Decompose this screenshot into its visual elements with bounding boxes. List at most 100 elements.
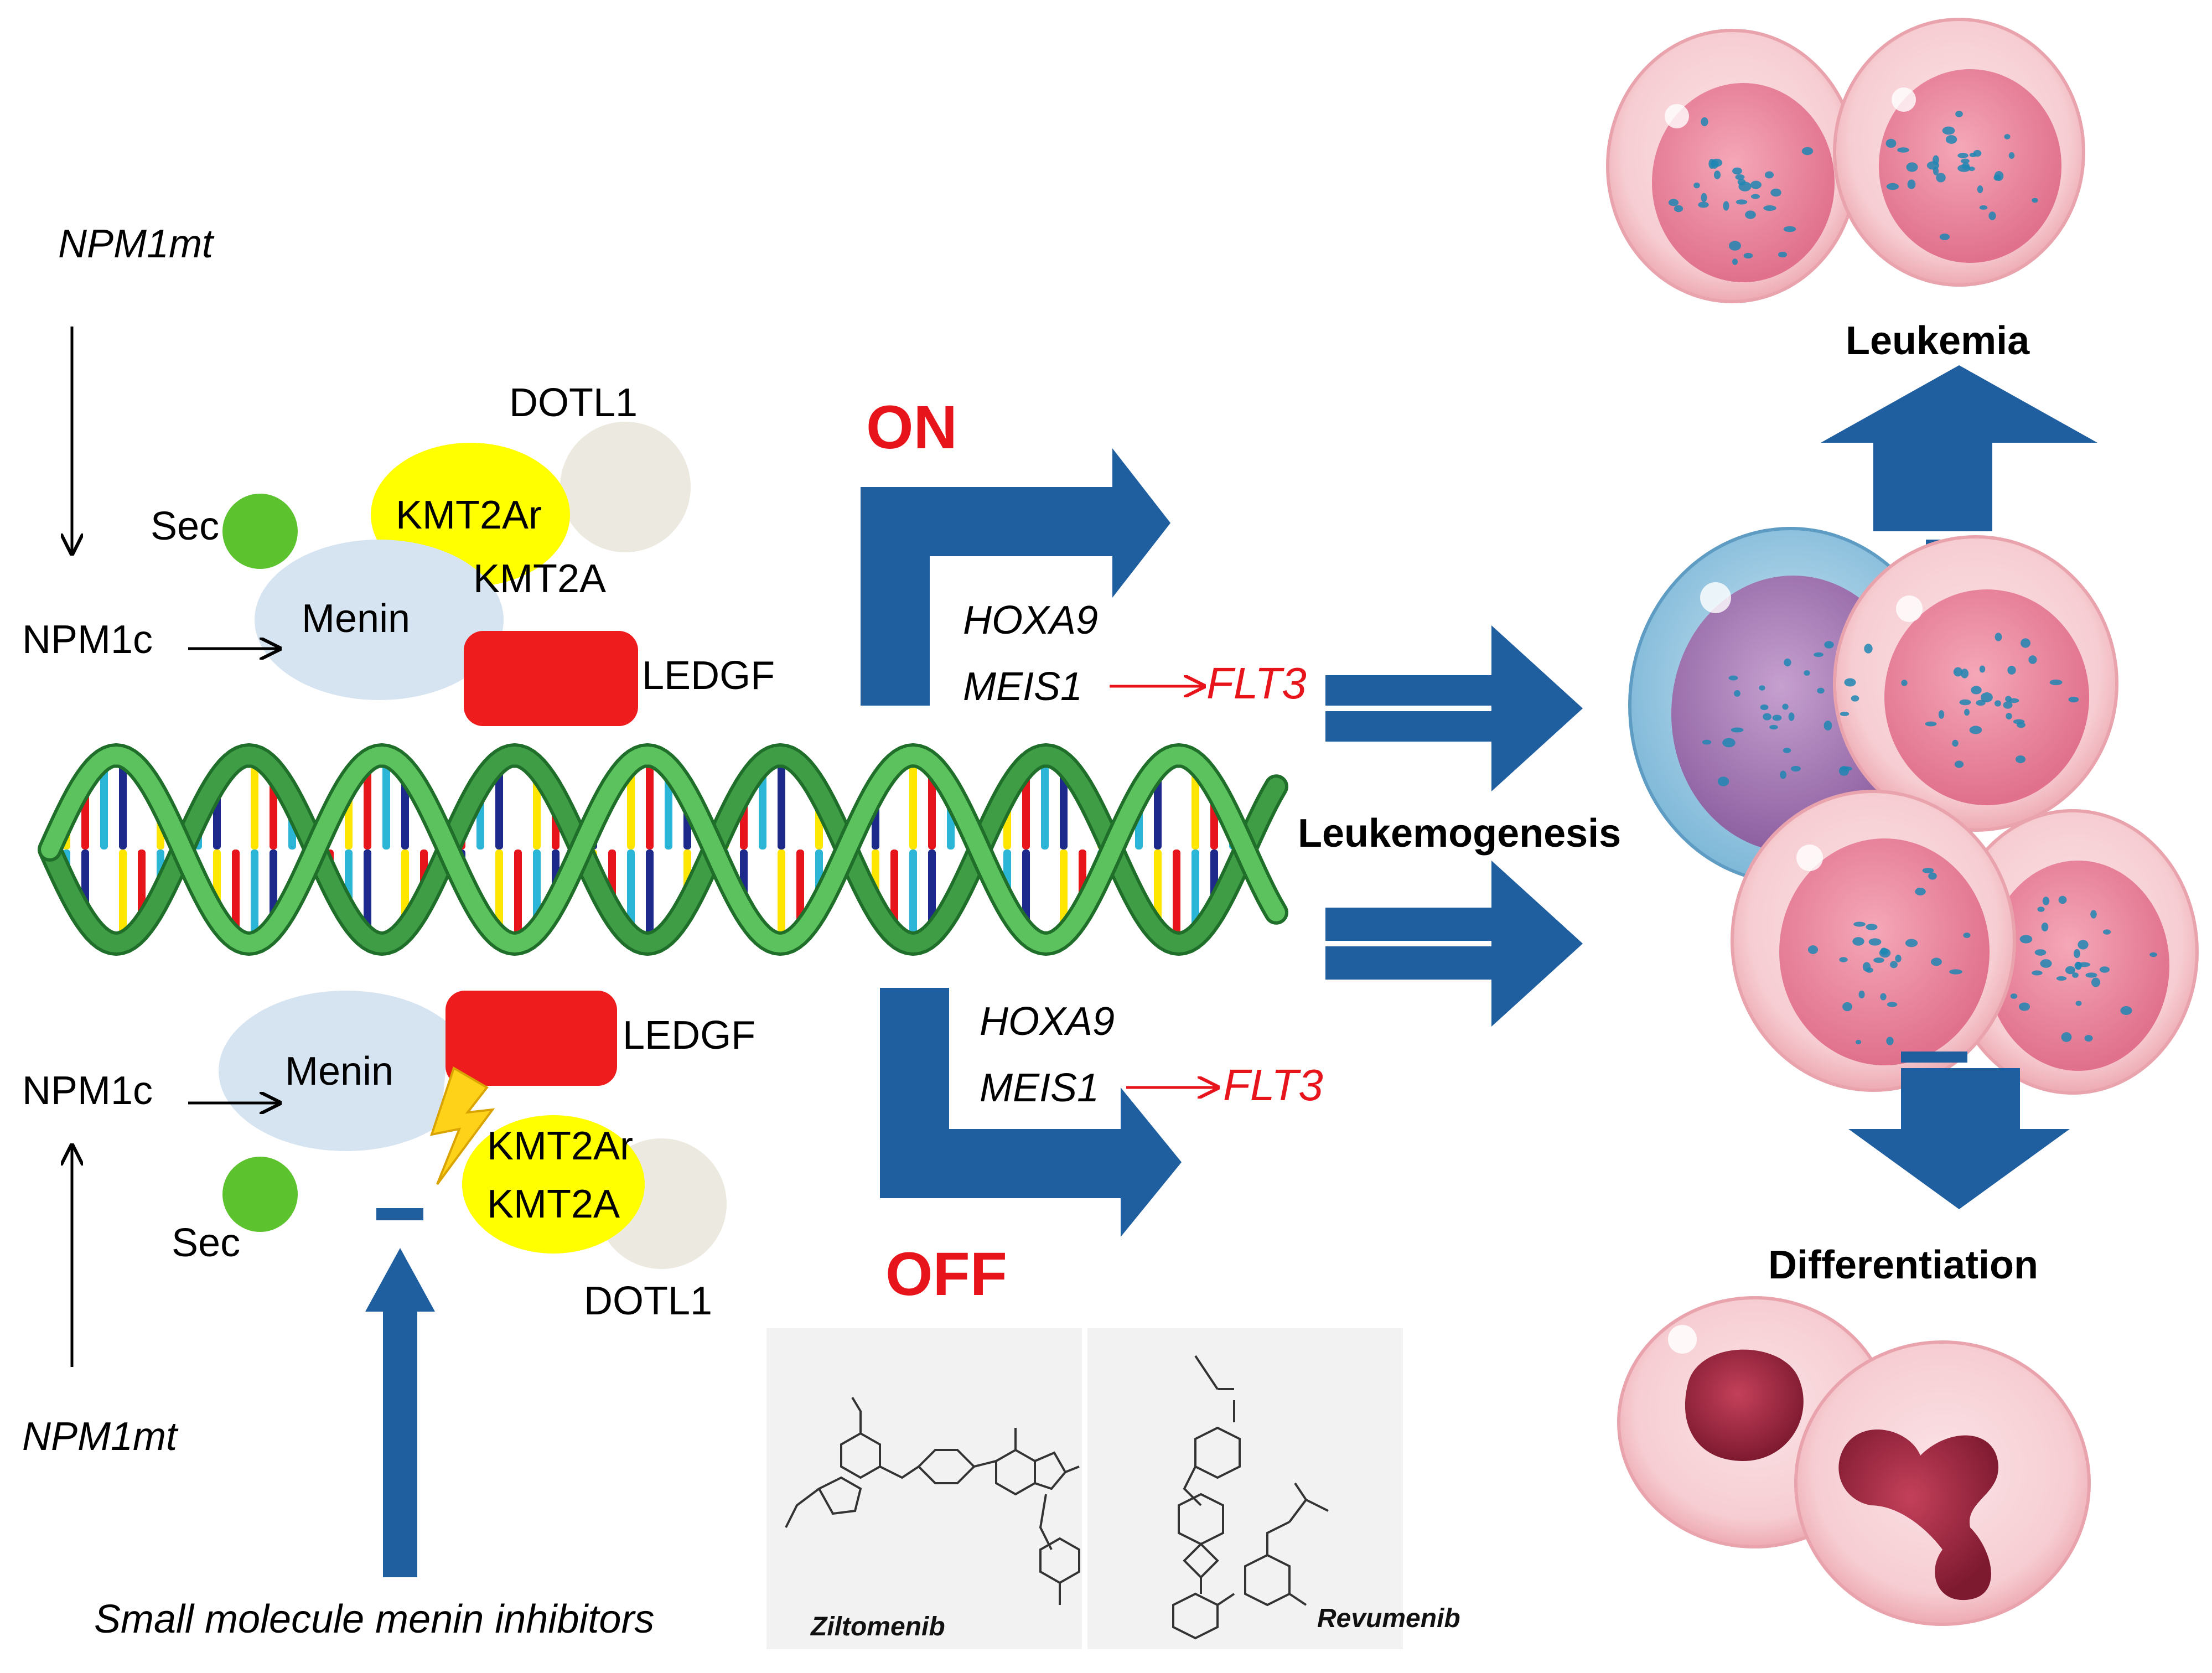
cell-granule: [1817, 687, 1825, 694]
top-dotl1-label: DOTL1: [509, 381, 638, 425]
cell-granule: [2008, 152, 2015, 159]
cell-granule: [1938, 710, 1945, 719]
cell-granule: [1840, 711, 1850, 717]
cell-granule: [1988, 211, 1996, 220]
cell-granule: [1743, 252, 1753, 259]
dna-base-pair: [909, 764, 917, 850]
cell-granule: [1735, 174, 1745, 180]
dna-base-pair: [251, 850, 258, 935]
cell-granule: [2091, 977, 2101, 987]
top-menin-shape: [255, 540, 504, 700]
cell-granule: [1977, 185, 1983, 194]
cell-granule: [1804, 670, 1810, 676]
cell-granule: [2034, 949, 2047, 956]
cell-granule: [1954, 760, 1964, 768]
cell-granule: [2010, 993, 2018, 999]
dna-base-pair: [495, 850, 503, 929]
cell-granule: [1732, 258, 1738, 265]
cell-granule: [1897, 147, 1909, 153]
cell-granule: [2078, 940, 2089, 950]
cell-granule: [1728, 675, 1738, 681]
cell-granule: [1926, 161, 1940, 170]
cell-granule: [2042, 897, 2050, 905]
cell-granule: [1928, 872, 1937, 880]
dna-helix: [38, 743, 1288, 956]
cell-granule: [1839, 957, 1848, 962]
cell-granule: [2015, 755, 2026, 763]
cell-granule: [1750, 194, 1760, 199]
cell-granule: [1873, 957, 1884, 963]
top-ledgf-shape: [464, 631, 638, 726]
cell-granule: [2102, 929, 2111, 935]
top-sec-label: Sec: [151, 504, 219, 548]
cell-granule: [1722, 738, 1736, 748]
dna-base-pair: [138, 780, 146, 850]
inhibitor-arrow: [365, 1248, 435, 1577]
cell-granule: [1693, 182, 1700, 189]
dna-base-pair: [382, 764, 390, 850]
cell-granule: [2005, 696, 2012, 702]
dna-base-pair: [100, 768, 108, 850]
cell-granule: [1959, 699, 1971, 706]
cell-granule: [1763, 713, 1771, 721]
cell-granule: [1698, 201, 1709, 208]
cell-granule: [1890, 961, 1898, 968]
cell-granule: [1770, 188, 1781, 197]
top-sec-shape: [222, 494, 298, 569]
cell-granule: [1953, 667, 1963, 677]
dna-base-pair: [1022, 774, 1030, 850]
top-npm1c-label: NPM1c: [22, 618, 153, 662]
leukemia-cell-2: [1833, 18, 2085, 287]
dna-base-pair: [401, 850, 409, 921]
dna-base-pair: [928, 773, 936, 850]
cell-granule: [1750, 180, 1762, 189]
dna-base-pair: [100, 850, 108, 931]
leukemia-label: Leukemia: [1846, 319, 2030, 363]
bottom-kmt2a-label: KMT2A: [487, 1182, 620, 1226]
cell-granule: [2003, 701, 2013, 709]
off-meis1-label: MEIS1: [980, 1066, 1099, 1110]
dna-base-pair: [251, 764, 258, 850]
top-npm1mt-label: NPM1mt: [58, 222, 215, 266]
dna-base-pair: [1192, 770, 1199, 850]
top-kmt2a-label: KMT2A: [473, 557, 606, 601]
cell-granule: [1731, 727, 1744, 733]
cell-granule: [1866, 967, 1873, 973]
cell-granule: [1763, 205, 1776, 211]
cell-granule: [2013, 719, 2025, 724]
cell-granule: [1782, 703, 1789, 710]
cell-granule: [1855, 1039, 1862, 1045]
dna-base-pair: [1154, 850, 1162, 924]
cell-granule: [1853, 921, 1866, 927]
cell-granule: [2006, 712, 2012, 720]
cell-granule: [1814, 652, 1824, 657]
cell-granule: [1791, 765, 1801, 772]
cell-granule: [1895, 955, 1902, 962]
cell-granule: [1674, 205, 1683, 213]
cell-granule: [2037, 907, 2045, 912]
cell-granule: [1717, 776, 1729, 786]
cell-granule: [1979, 205, 1988, 210]
cell-granule: [2085, 972, 2097, 978]
cell-granule: [1885, 138, 1897, 148]
cell-granule: [1701, 117, 1708, 127]
differentiation-down-arrow: [1848, 1052, 2070, 1209]
cell-granule: [1851, 695, 1859, 702]
leukemic-cell-a: [1833, 535, 2118, 832]
cell-granule: [1778, 251, 1788, 258]
cell-granule: [2056, 976, 2067, 981]
dna-base-pair: [796, 850, 804, 925]
cell-granule: [2078, 962, 2090, 967]
dna-base-pair: [778, 764, 785, 850]
top-ledgf-label: LEDGF: [642, 654, 775, 698]
cell-granule: [1842, 1002, 1852, 1012]
cell-granule: [1936, 173, 1946, 183]
leukemia-up-arrow: [1821, 365, 2097, 551]
bottom-sec-label: Sec: [172, 1221, 240, 1265]
dna-base-pair: [909, 850, 917, 935]
cell-granule: [1939, 234, 1950, 240]
cell-granule: [1949, 969, 1962, 975]
dna-base-pair: [138, 850, 146, 919]
drug2-label: Revumenib: [1317, 1604, 1460, 1633]
dna-base-pair: [1060, 850, 1068, 928]
